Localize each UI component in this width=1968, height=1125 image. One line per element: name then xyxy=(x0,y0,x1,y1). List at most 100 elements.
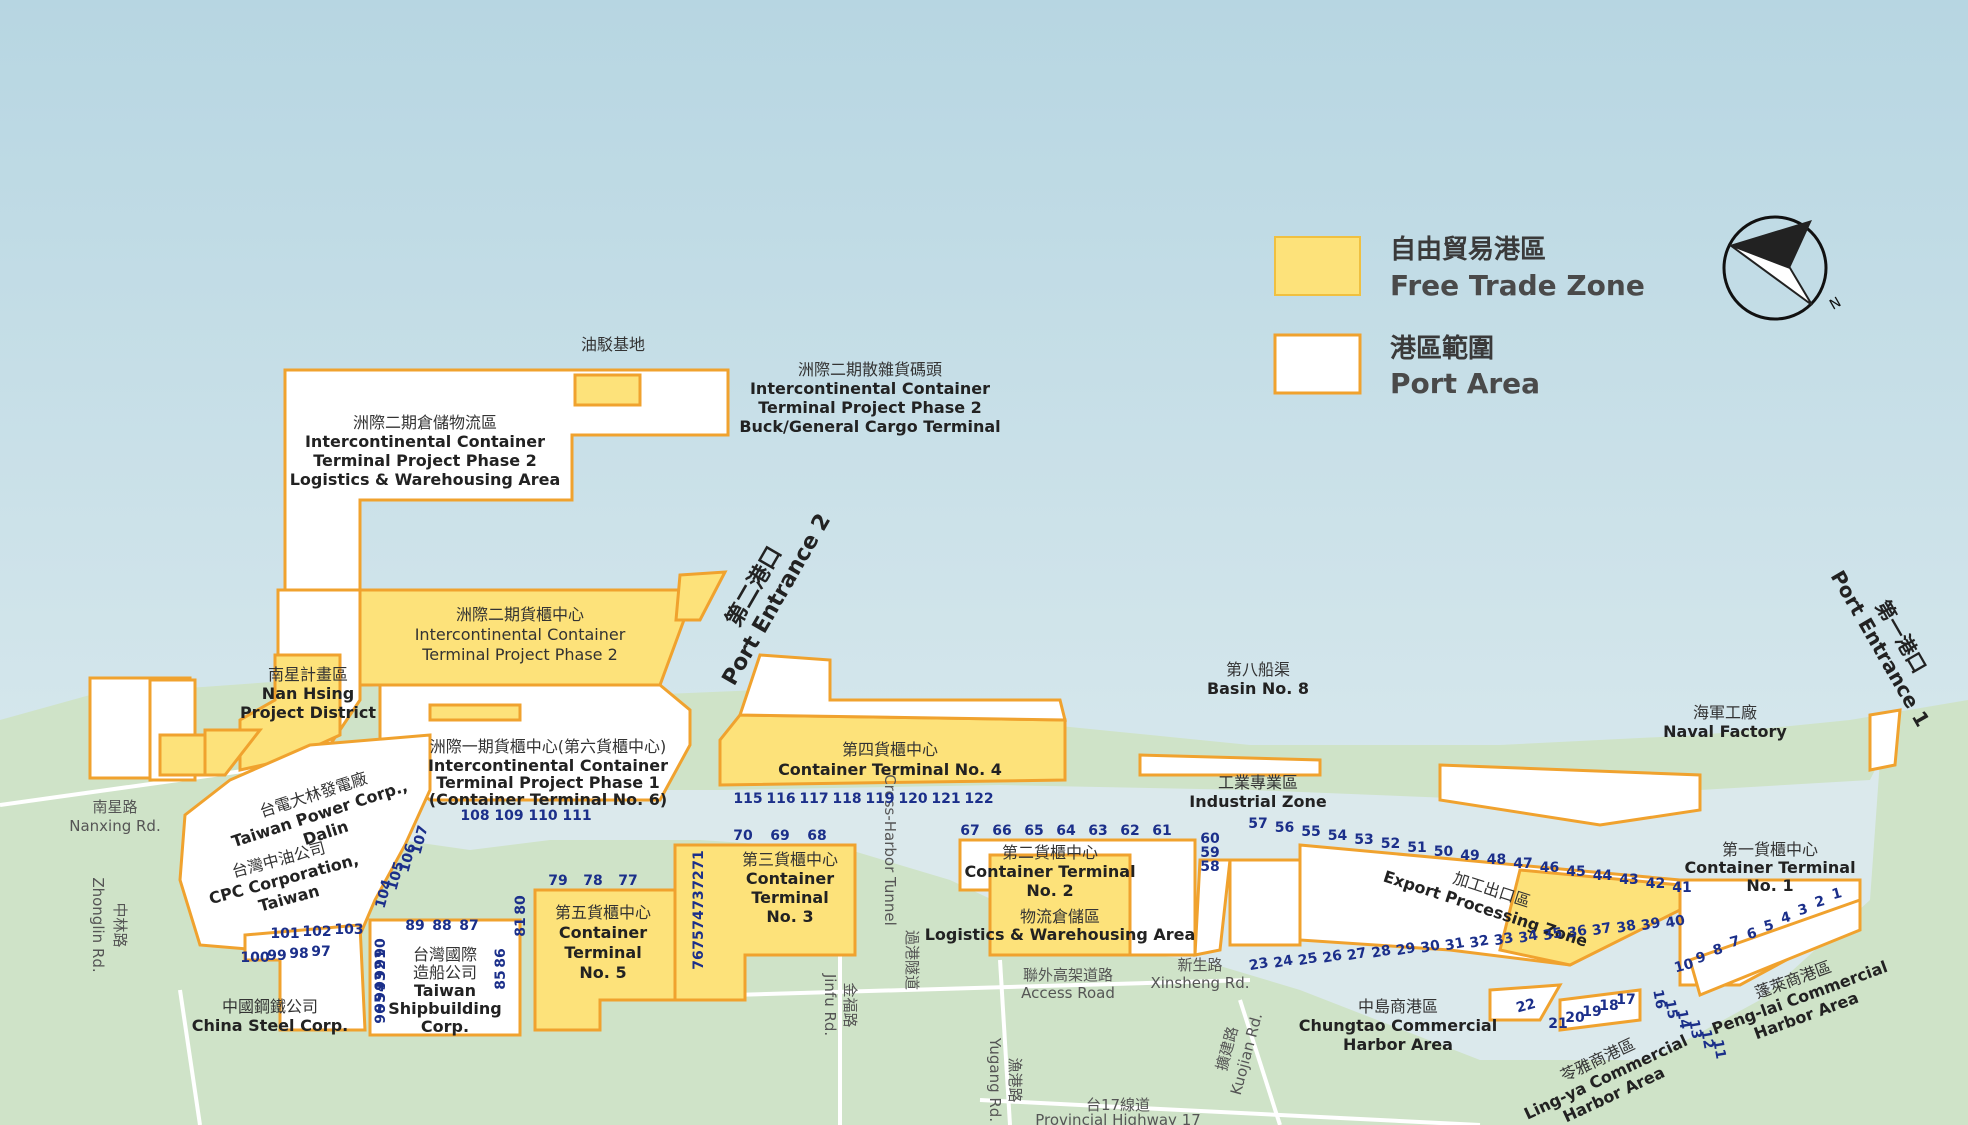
ict2-cargo-label: 洲際二期散雜貨碼頭 Intercontinental Container Ter… xyxy=(739,360,1000,436)
svg-text:Nan Hsing: Nan Hsing xyxy=(262,684,354,703)
svg-text:Terminal Project Phase 2: Terminal Project Phase 2 xyxy=(421,645,618,664)
svg-text:過港隧道: 過港隧道 xyxy=(903,930,921,990)
berth-94: 94 xyxy=(373,982,389,1002)
svg-text:No. 1: No. 1 xyxy=(1746,876,1793,895)
svg-text:Corp.: Corp. xyxy=(421,1017,469,1036)
svg-text:中林路: 中林路 xyxy=(111,902,129,947)
chungtao-area xyxy=(1488,983,1563,1022)
svg-text:Shipbuilding: Shipbuilding xyxy=(388,999,501,1018)
berth-80: 80 xyxy=(513,895,529,915)
jinfu-road-label: 金福路 Jinfu Rd. xyxy=(821,973,859,1036)
berth-12: 12 xyxy=(1697,1028,1716,1050)
svg-text:第四貨櫃中心: 第四貨櫃中心 xyxy=(842,740,938,759)
berth-41: 41 xyxy=(1672,880,1691,896)
berth-98: 98 xyxy=(289,946,308,962)
svg-text:China Steel Corp.: China Steel Corp. xyxy=(192,1016,348,1035)
ct5-label: 第五貨櫃中心 Container Terminal No. 5 xyxy=(555,903,651,982)
berth-36: 36 xyxy=(1566,922,1588,941)
berth-29: 29 xyxy=(1395,940,1417,959)
oil-base-zone xyxy=(573,373,642,407)
svg-text:Project District: Project District xyxy=(240,703,376,722)
berth-55: 55 xyxy=(1301,824,1320,840)
nanhsing-ftz xyxy=(158,733,207,777)
berth-46: 46 xyxy=(1540,860,1559,876)
naval-factory-area xyxy=(1438,763,1702,827)
svg-text:Terminal Project Phase 1: Terminal Project Phase 1 xyxy=(436,773,660,792)
berth-43: 43 xyxy=(1619,872,1638,888)
svg-text:南星計畫區: 南星計畫區 xyxy=(268,665,348,684)
access-road-label: 聯外高架道路 Access Road xyxy=(1021,966,1115,1002)
berth-85: 85 xyxy=(493,970,509,989)
svg-text:聯外高架道路: 聯外高架道路 xyxy=(1023,966,1113,984)
svg-text:洲際二期倉儲物流區: 洲際二期倉儲物流區 xyxy=(353,413,497,432)
berth-87: 87 xyxy=(459,918,478,934)
svg-text:金福路: 金福路 xyxy=(841,982,859,1027)
berth-65: 65 xyxy=(1024,823,1043,839)
berth-30: 30 xyxy=(1419,937,1441,956)
china-steel-area xyxy=(243,923,367,1032)
ict2-container-label: 洲際二期貨櫃中心 Intercontinental Container Term… xyxy=(415,605,626,664)
berth-48: 48 xyxy=(1487,852,1506,868)
berth-34: 34 xyxy=(1517,927,1539,946)
berth-15: 15 xyxy=(1661,998,1680,1020)
ct1-label: 第一貨櫃中心 Container Terminal No. 1 xyxy=(1684,840,1855,895)
ct2-label: 第二貨櫃中心 Container Terminal No. 2 xyxy=(964,843,1135,900)
berth-89: 89 xyxy=(405,918,424,934)
csc-label: 中國鋼鐵公司 China Steel Corp. xyxy=(192,997,348,1035)
legend: 自由貿易港區 Free Trade Zone 港區範圍 Port Area xyxy=(1273,234,1645,400)
svg-text:Logistics & Warehousing Area: Logistics & Warehousing Area xyxy=(290,470,561,489)
berth-7: 7 xyxy=(1728,933,1742,951)
berth-107: 107 xyxy=(409,824,432,856)
svg-text:Terminal: Terminal xyxy=(751,888,828,907)
ct4-area-top xyxy=(737,653,1067,722)
berth-61: 61 xyxy=(1152,823,1171,839)
berth-49: 49 xyxy=(1460,848,1479,864)
svg-text:第五貨櫃中心: 第五貨櫃中心 xyxy=(555,903,651,922)
berth-13: 13 xyxy=(1685,1018,1704,1040)
ct3-zone xyxy=(673,843,857,1002)
svg-text:第一貨櫃中心: 第一貨櫃中心 xyxy=(1722,840,1818,859)
basin8-label: 第八船渠 Basin No. 8 xyxy=(1207,660,1309,698)
berth-120: 120 xyxy=(898,791,927,807)
basin-8-area xyxy=(1138,753,1322,777)
berth-78: 78 xyxy=(583,873,602,889)
berth-1: 1 xyxy=(1830,885,1844,903)
svg-text:Container: Container xyxy=(746,869,834,888)
berth-71: 71 xyxy=(691,850,707,869)
svg-text:物流倉儲區: 物流倉儲區 xyxy=(1020,907,1100,926)
berth-81: 81 xyxy=(513,917,529,936)
yugang-road-label: 漁港路 Yugang Rd. xyxy=(986,1037,1024,1122)
berth-39: 39 xyxy=(1640,915,1662,934)
berth-52: 52 xyxy=(1381,836,1400,852)
csbc-label: 台灣國際 造船公司 Taiwan Shipbuilding Corp. xyxy=(388,945,501,1036)
svg-text:Taiwan: Taiwan xyxy=(414,981,476,1000)
berth-9: 9 xyxy=(1694,949,1708,967)
ict1-ftz xyxy=(428,703,522,722)
svg-text:Xinsheng Rd.: Xinsheng Rd. xyxy=(1150,974,1249,992)
legend-port-cn: 港區範圍 xyxy=(1390,333,1494,364)
svg-text:Basin No. 8: Basin No. 8 xyxy=(1207,679,1309,698)
berth-108: 108 xyxy=(460,808,489,824)
svg-text:Container Terminal: Container Terminal xyxy=(1684,858,1855,877)
legend-free-trade-cn: 自由貿易港區 xyxy=(1390,234,1546,265)
legend-swatch-free-trade xyxy=(1274,236,1361,296)
berth-42: 42 xyxy=(1646,876,1665,892)
legend-free-trade-en: Free Trade Zone xyxy=(1390,269,1645,302)
berth-54: 54 xyxy=(1328,828,1348,844)
svg-text:漁港路: 漁港路 xyxy=(1006,1057,1024,1102)
berth-10: 10 xyxy=(1672,956,1695,977)
berth-96: 96 xyxy=(373,1004,389,1023)
berth-22: 22 xyxy=(1514,996,1537,1016)
berth-16: 16 xyxy=(1649,988,1668,1010)
svg-text:Container Terminal No. 4: Container Terminal No. 4 xyxy=(778,760,1002,779)
ct2-ftz xyxy=(988,853,1132,957)
berth-110: 110 xyxy=(528,808,557,824)
berth-115: 115 xyxy=(733,791,762,807)
berth-100: 100 xyxy=(240,950,269,966)
epz-ftz xyxy=(1498,868,1682,967)
port-entrance-2-marker-shape xyxy=(674,570,728,622)
berth-40: 40 xyxy=(1664,912,1686,931)
svg-text:Intercontinental Container: Intercontinental Container xyxy=(750,379,990,398)
